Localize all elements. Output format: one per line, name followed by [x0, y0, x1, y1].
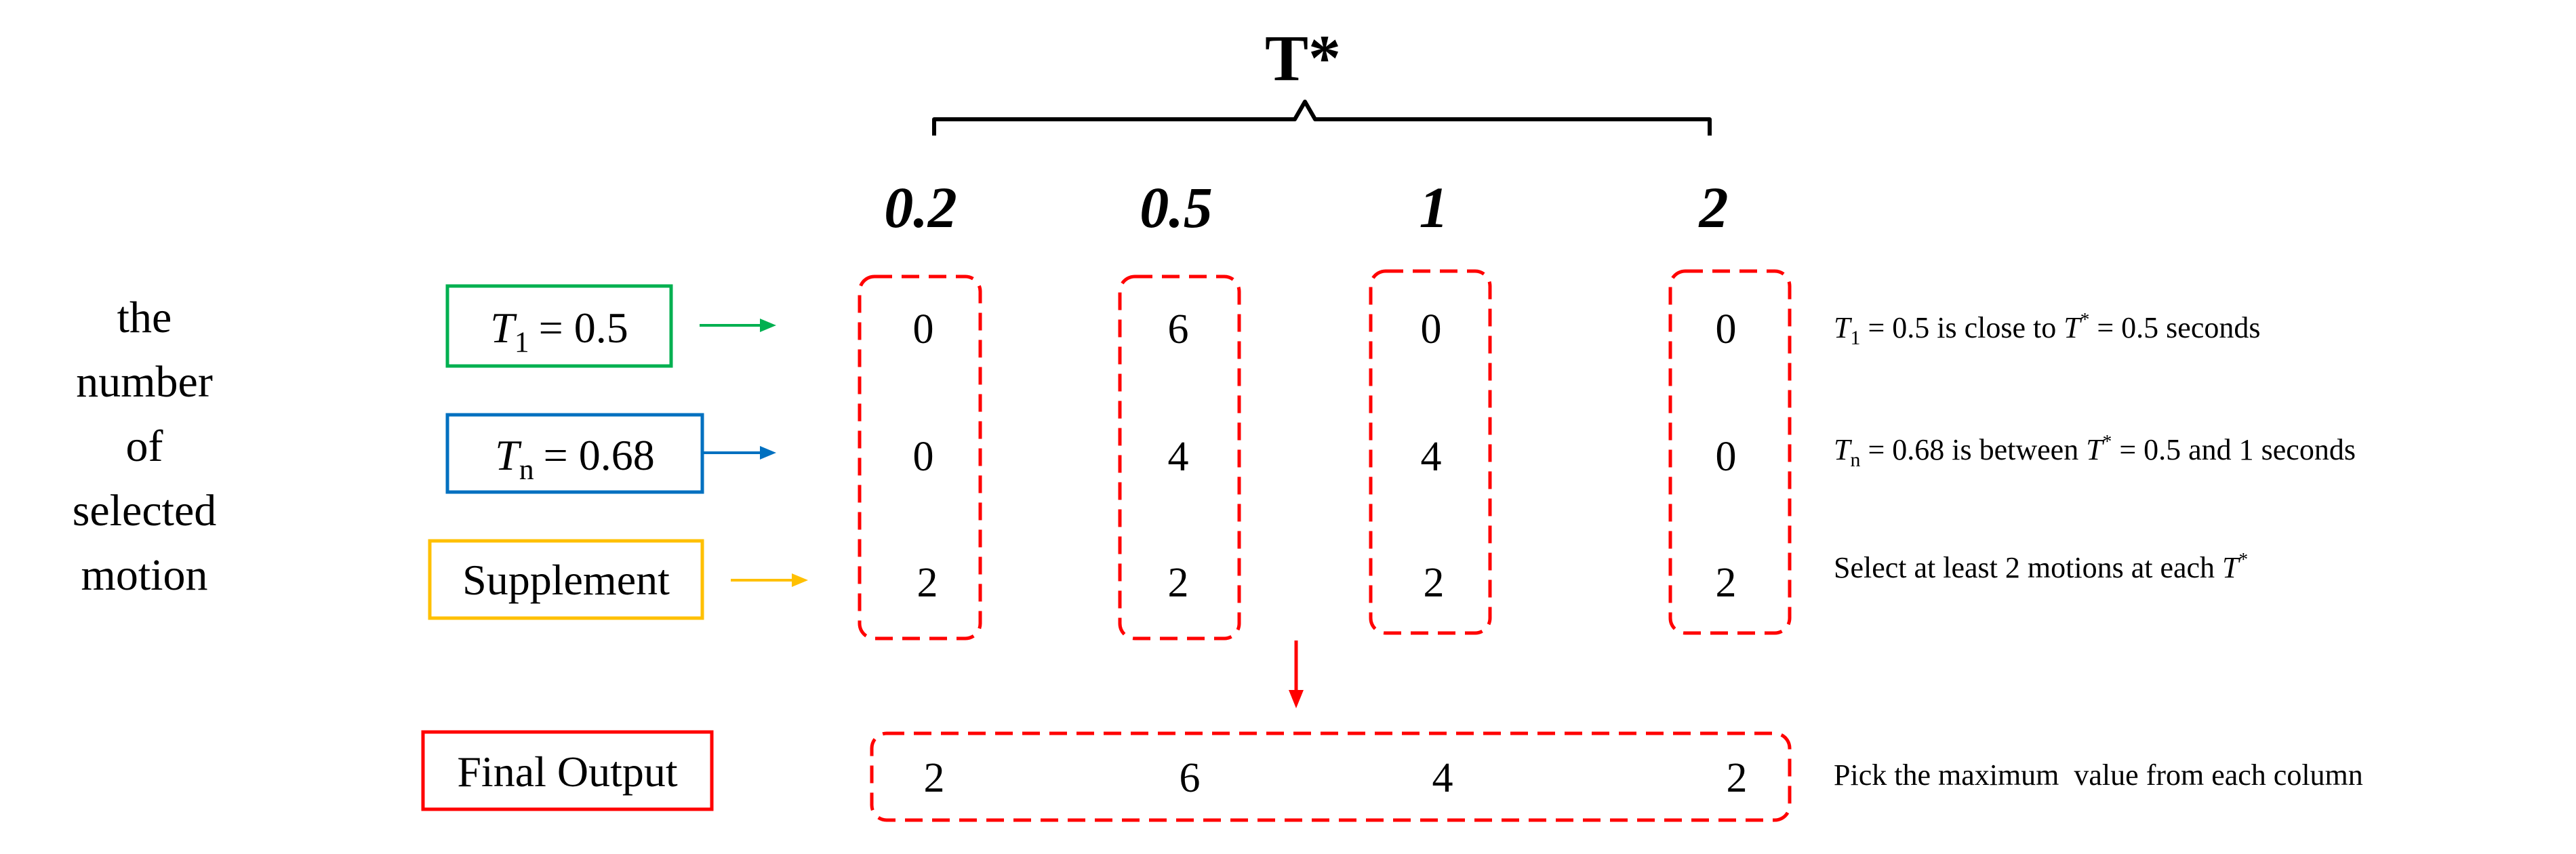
cell-value: 6: [1168, 306, 1189, 352]
y-label-line: number: [76, 357, 213, 407]
arrow-right-icon: [702, 446, 776, 460]
row-label-final-output: Final Output: [457, 748, 678, 796]
title-t-star: T*: [1265, 22, 1341, 94]
cell-value: 0: [1716, 306, 1737, 352]
y-label-line: selected: [73, 486, 217, 535]
arrow-right-icon: [731, 573, 808, 587]
cell-value: 2: [1168, 560, 1189, 606]
note-row-3: Select at least 2 motions at each T*: [1834, 549, 2248, 584]
final-value: 6: [1180, 755, 1201, 801]
final-output-box: [870, 731, 1792, 822]
arrow-right-icon: [700, 319, 776, 332]
cell-value: 2: [1716, 560, 1737, 606]
column-box-0: [858, 274, 982, 640]
final-value: 2: [1727, 755, 1748, 801]
column-box-2: [1369, 269, 1492, 635]
row-label-box-final-output: [421, 730, 714, 811]
y-label-line: motion: [81, 550, 207, 600]
row-label-tn: Tn= 0.68: [495, 431, 654, 486]
arrow-down-icon: [1289, 640, 1304, 708]
column-box-1: [1118, 274, 1241, 640]
column-header-3: 2: [1698, 175, 1729, 240]
column-header-0: 0.2: [884, 175, 957, 240]
note-row-2: Tn = 0.68 is between T* = 0.5 and 1 seco…: [1834, 431, 2356, 471]
curly-brace-icon: [932, 100, 1712, 136]
cell-value: 0: [913, 434, 934, 480]
cell-value: 0: [913, 306, 934, 352]
note-final: Pick the maximum value from each column: [1834, 758, 2363, 792]
cell-value: 4: [1168, 434, 1189, 480]
row-label-supplement: Supplement: [462, 556, 670, 604]
final-value: 2: [924, 755, 945, 801]
note-row-1: T1 = 0.5 is close to T* = 0.5 seconds: [1834, 309, 2260, 349]
final-value: 4: [1432, 755, 1453, 801]
row-label-t1: T1= 0.5: [490, 304, 628, 359]
column-header-2: 1: [1420, 175, 1449, 240]
column-header-1: 0.5: [1140, 175, 1213, 240]
cell-value: 4: [1421, 434, 1442, 480]
column-box-3: [1668, 269, 1792, 635]
cell-value: 2: [917, 560, 938, 606]
y-axis-label: the number of selected motion: [73, 293, 217, 600]
y-label-line: the: [117, 293, 172, 342]
y-label-line: of: [126, 422, 163, 471]
row-label-box-supplement: [428, 539, 704, 620]
cell-value: 0: [1716, 434, 1737, 480]
cell-value: 0: [1421, 306, 1442, 352]
row-label-box-t1: [445, 284, 673, 368]
cell-value: 2: [1424, 560, 1445, 606]
